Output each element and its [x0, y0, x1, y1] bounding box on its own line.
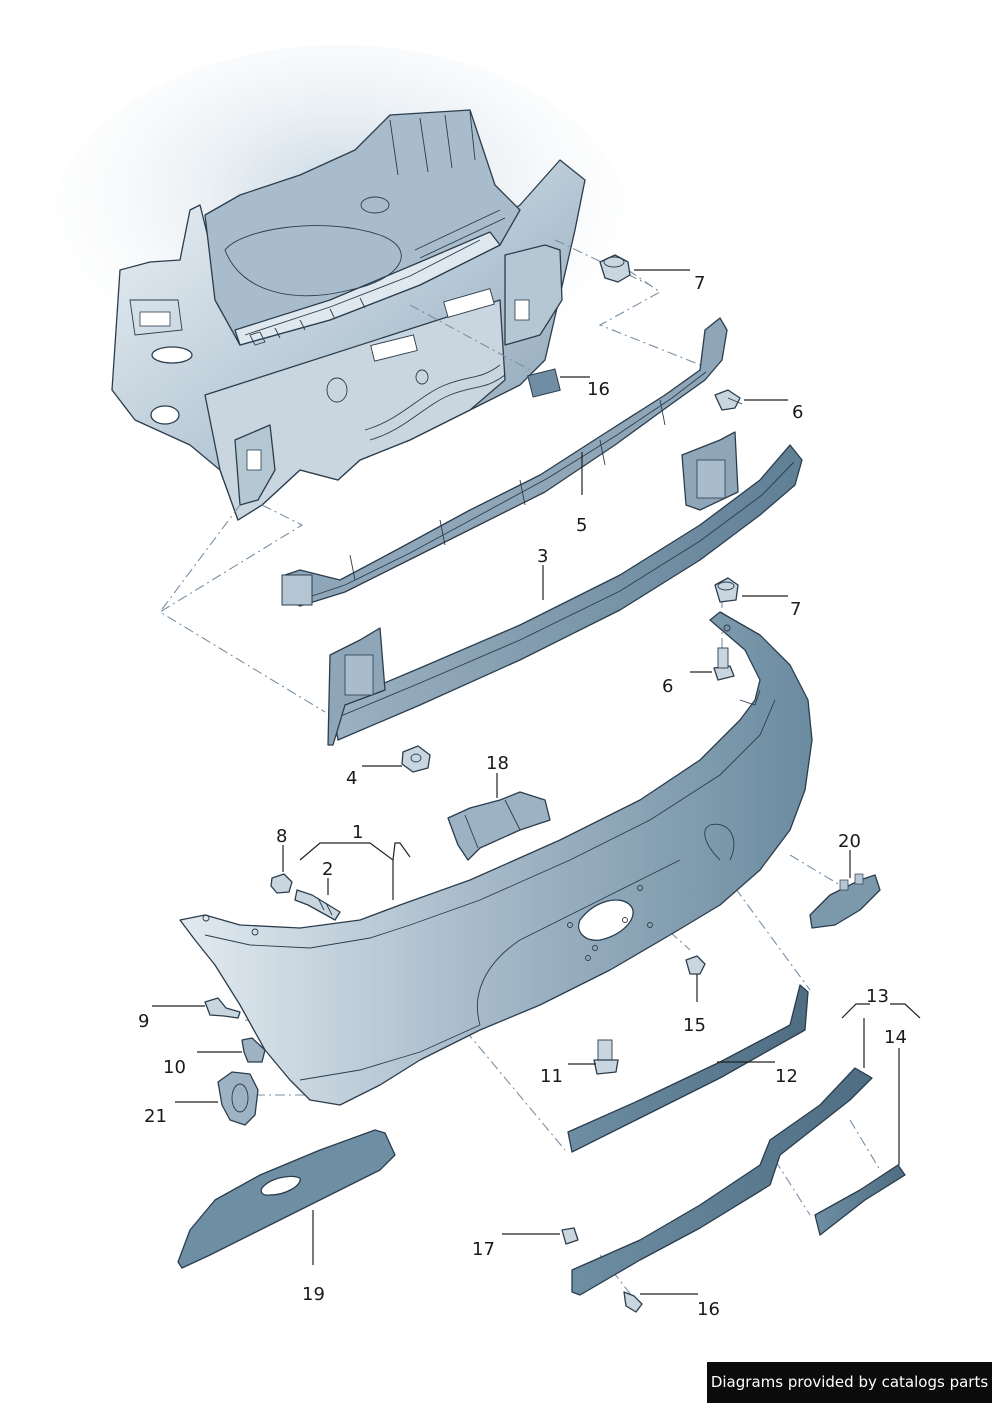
part-14-reflector-strip	[814, 1164, 906, 1236]
callout-21: 21	[144, 1106, 167, 1127]
part-5-guide-bracket	[281, 317, 728, 607]
part-7-clip-lower	[714, 577, 739, 603]
callout-8: 8	[276, 826, 287, 847]
part-18-center-bracket	[447, 791, 551, 861]
callout-11: 11	[540, 1066, 563, 1087]
callout-16-upper: 16	[587, 379, 610, 400]
part-8-nut	[270, 873, 293, 894]
callout-20: 20	[838, 831, 861, 852]
part-1-bumper-cover	[179, 611, 813, 1106]
part-7-clip-upper	[599, 254, 631, 283]
callout-13: 13	[866, 986, 889, 1007]
callout-14: 14	[884, 1027, 907, 1048]
callout-6-upper: 6	[792, 402, 803, 423]
part-17-clip	[561, 1227, 579, 1245]
callout-labels: 7 16 6 5 3 7 6 4 18 8 1 2 20 13 9 15 14 …	[138, 273, 907, 1320]
callout-9: 9	[138, 1011, 149, 1032]
callout-16-lower: 16	[697, 1299, 720, 1320]
part-16-pad	[527, 368, 561, 398]
part-10-clip	[241, 1037, 266, 1063]
callout-6-lower: 6	[662, 676, 673, 697]
callout-7-upper: 7	[694, 273, 705, 294]
callout-18: 18	[486, 753, 509, 774]
callout-12: 12	[775, 1066, 798, 1087]
callout-2: 2	[322, 859, 333, 880]
callout-7-lower: 7	[790, 599, 801, 620]
part-19-lower-panel	[177, 1129, 396, 1269]
part-6-screw-upper	[714, 389, 743, 411]
callout-19: 19	[302, 1284, 325, 1305]
credit-banner: Diagrams provided by catalogs parts	[707, 1362, 992, 1403]
vehicle-rear-body	[50, 45, 630, 521]
part-6-screw-lower	[713, 647, 735, 681]
callout-3: 3	[537, 546, 548, 567]
callout-17: 17	[472, 1239, 495, 1260]
part-13-lower-trim	[571, 1067, 873, 1296]
callout-1: 1	[352, 822, 363, 843]
part-16-screw-lower	[623, 1291, 643, 1313]
part-9-screw	[204, 997, 241, 1019]
part-21-grommet	[217, 1071, 259, 1126]
part-3-impact-beam	[327, 431, 803, 746]
part-4-nut	[401, 745, 431, 773]
part-2-bolt	[294, 889, 341, 921]
part-11-bolt	[593, 1039, 619, 1075]
callout-15: 15	[683, 1015, 706, 1036]
part-15-screw	[685, 955, 706, 975]
callout-10: 10	[163, 1057, 186, 1078]
part-12-trim-strip	[567, 984, 809, 1153]
part-20-side-bracket	[809, 873, 881, 929]
leader-lines	[152, 269, 921, 1295]
callout-5: 5	[576, 515, 587, 536]
callout-4: 4	[346, 768, 357, 789]
